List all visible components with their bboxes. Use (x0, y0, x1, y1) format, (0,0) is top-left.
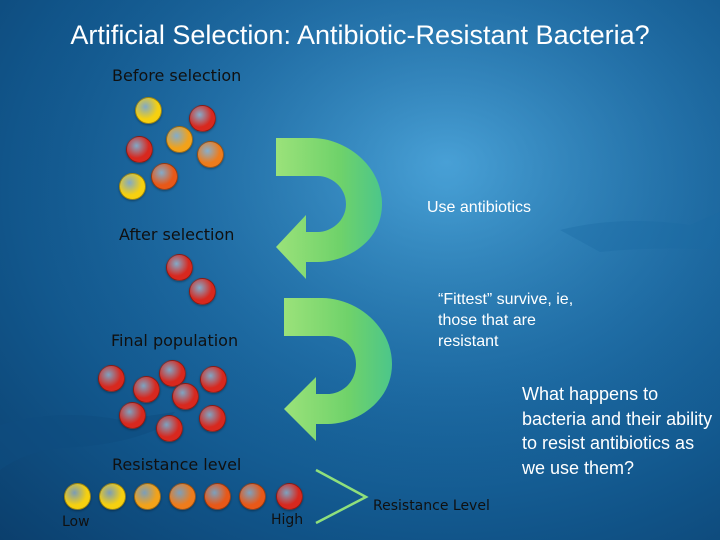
bacterium-before (134, 96, 162, 124)
scale-bracket-icon (315, 468, 369, 525)
bacterium-final (158, 359, 186, 387)
resistance-scale-dot (275, 482, 303, 510)
scale-caption: Resistance Level (373, 498, 490, 514)
resistance-scale-dot (98, 482, 126, 510)
bacterium-before (188, 104, 216, 132)
bacterium-final (171, 382, 199, 410)
resistance-scale-dot (63, 482, 91, 510)
bacterium-before (165, 125, 193, 153)
bacterium-before (118, 172, 146, 200)
bacterium-final (118, 401, 146, 429)
slide-title: Artificial Selection: Antibiotic-Resista… (70, 20, 650, 50)
scale-high-label: High (271, 512, 304, 528)
label-before-selection: Before selection (112, 66, 242, 85)
curved-arrow-1 (276, 138, 382, 279)
bacterium-after (188, 277, 216, 305)
label-final-population: Final population (111, 331, 239, 350)
bacterium-after (165, 253, 193, 281)
scale-low-label: Low (62, 514, 90, 530)
resistance-scale-dot (168, 482, 196, 510)
bacterium-before (150, 162, 178, 190)
note-use-antibiotics: Use antibiotics (427, 199, 532, 216)
shark-silhouette (560, 212, 720, 252)
bacterium-final (97, 364, 125, 392)
resistance-scale-dot (238, 482, 266, 510)
bacterium-final (155, 414, 183, 442)
question-text: What happens to bacteria and their abili… (522, 384, 713, 478)
resistance-scale-dot (133, 482, 161, 510)
bacterium-final (132, 375, 160, 403)
note-fittest-survive: “Fittest” survive, ie, those that are re… (438, 291, 574, 350)
bacterium-final (199, 365, 227, 393)
curved-arrow-2 (284, 298, 392, 441)
bacterium-before (125, 135, 153, 163)
bacterium-final (198, 404, 226, 432)
bacterium-before (196, 140, 224, 168)
resistance-scale-dot (203, 482, 231, 510)
label-resistance-level: Resistance level (112, 455, 242, 474)
label-after-selection: After selection (119, 225, 235, 244)
